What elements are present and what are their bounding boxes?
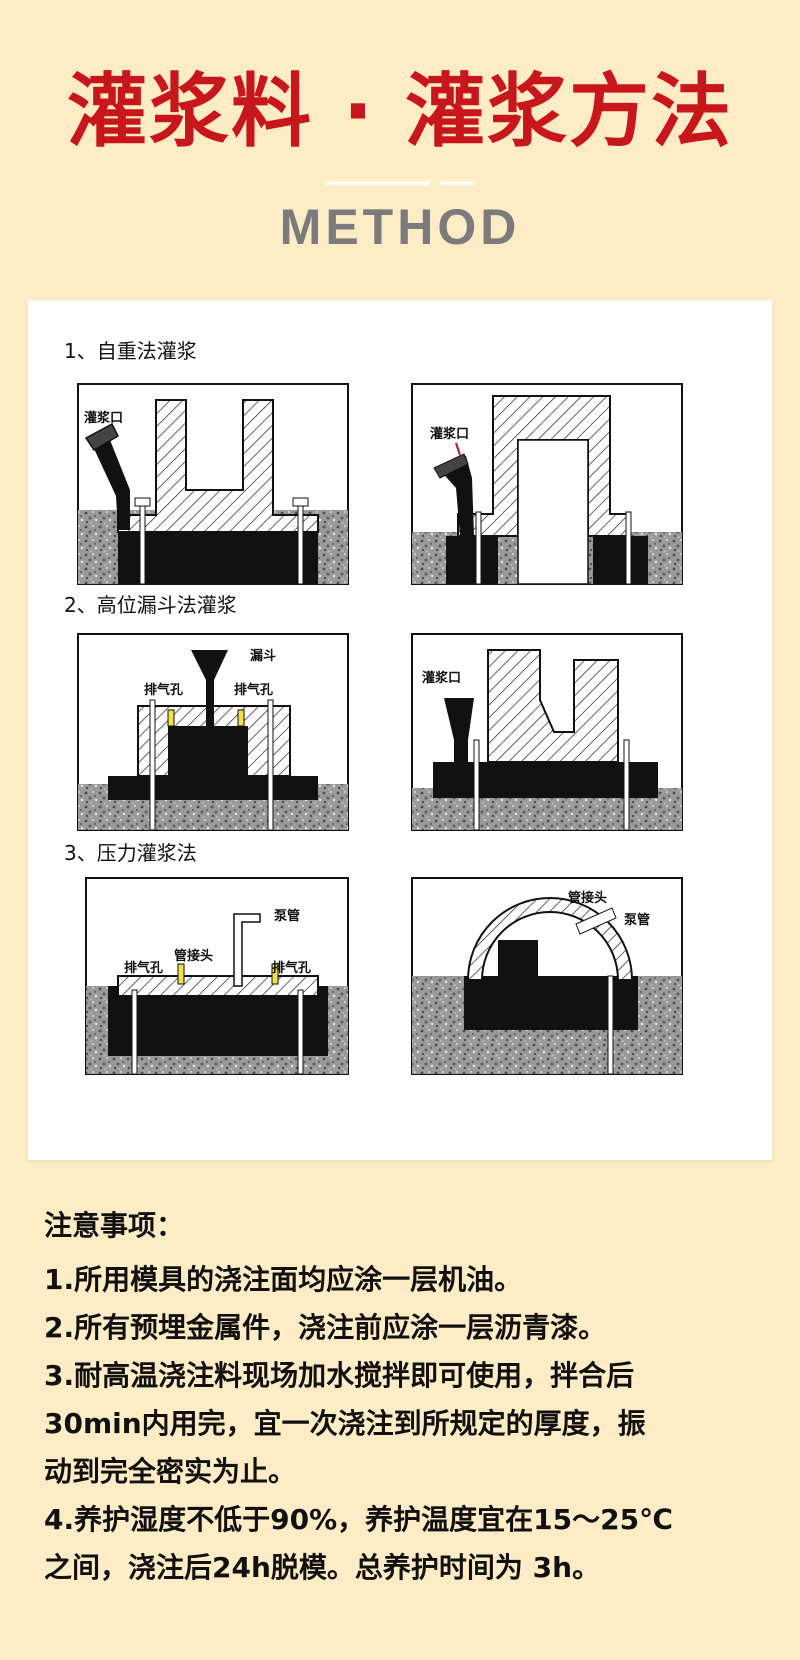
title-underline-short [440,181,474,185]
diagram-gravity-right: 灌浆口 [411,383,683,585]
diagram-panel: 1、自重法灌浆 2、高位漏斗法灌浆 3、压力灌浆法 灌浆口 [28,300,772,1160]
section-label-gravity: 1、自重法灌浆 [64,339,197,363]
title-underline [326,181,430,185]
callout-vent: 排气孔 [124,960,163,976]
grouting-methods-diagram: 1、自重法灌浆 2、高位漏斗法灌浆 3、压力灌浆法 灌浆口 [64,339,683,1075]
diagram-pressure-left: 泵管 管接头 排气孔 排气孔 [85,877,349,1075]
section-label-funnel: 2、高位漏斗法灌浆 [64,593,237,617]
diagram-funnel-right: 灌浆口 [411,633,683,831]
notes-heading: 注意事项： [44,1209,185,1242]
notes-line: 4.养护湿度不低于90%，养护温度宜在15～25℃ [44,1503,673,1536]
diagram-pressure-right: 管接头 泵管 [411,877,683,1075]
page-subtitle: METHOD [279,199,521,255]
diagram-funnel-left: 漏斗 排气孔 排气孔 [77,633,349,831]
callout-pipe-joint: 管接头 [568,890,607,906]
page-title: 灌浆料 · 灌浆方法 [66,65,734,158]
notes-line: 2.所有预埋金属件，浇注前应涂一层沥青漆。 [44,1311,607,1344]
notes-line: 1.所用模具的浇注面均应涂一层机油。 [44,1263,523,1296]
callout-pump-pipe: 泵管 [624,912,650,928]
callout-vent: 排气孔 [234,682,273,698]
notes-section: 注意事项： 1.所用模具的浇注面均应涂一层机油。 2.所有预埋金属件，浇注前应涂… [44,1202,784,1592]
callout-grout-inlet: 灌浆口 [430,426,469,442]
notes-line: 动到完全密实为止。 [44,1455,297,1488]
callout-pump-pipe: 泵管 [274,908,300,924]
callout-grout-inlet: 灌浆口 [84,410,123,426]
callout-funnel: 漏斗 [250,648,276,664]
callout-grout-inlet: 灌浆口 [422,670,461,686]
callout-pipe-joint: 管接头 [174,948,213,964]
callout-vent: 排气孔 [272,960,311,976]
notes-line: 3.耐高温浇注料现场加水搅拌即可使用，拌合后 [44,1359,635,1392]
callout-vent: 排气孔 [144,682,183,698]
notes-line: 30min内用完，宜一次浇注到所规定的厚度，振 [44,1407,646,1440]
diagram-gravity-left: 灌浆口 [77,383,349,585]
notes-line: 之间，浇注后24h脱模。总养护时间为 3h。 [44,1551,601,1584]
section-label-pressure: 3、压力灌浆法 [64,841,197,865]
